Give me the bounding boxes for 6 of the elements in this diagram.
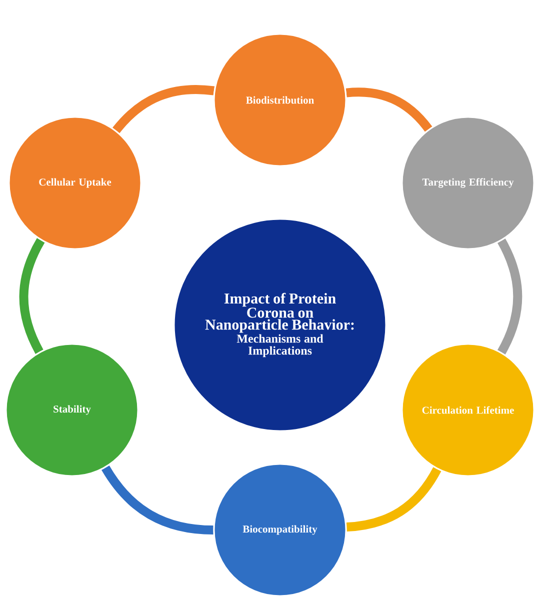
ring-connector (497, 238, 522, 354)
ring-connector (19, 238, 45, 354)
ring-connector (346, 88, 432, 132)
ring-connector (346, 467, 442, 532)
ring-connector (102, 465, 214, 535)
ring-connector (112, 84, 214, 134)
